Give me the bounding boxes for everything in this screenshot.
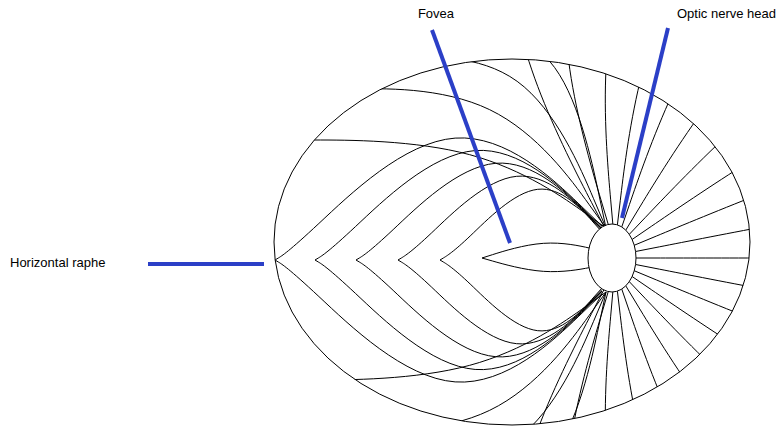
nerve-fiber bbox=[626, 286, 781, 434]
nerve-fiber bbox=[626, 0, 781, 230]
nerve-fiber bbox=[375, 57, 606, 228]
nerve-fiber bbox=[622, 0, 742, 227]
nerve-fiber bbox=[440, 36, 606, 228]
leader-line bbox=[432, 30, 510, 243]
callout-label: Fovea bbox=[418, 6, 454, 22]
nerve-fiber bbox=[440, 189, 602, 260]
nerve-fiber bbox=[275, 138, 602, 260]
nerve-fiber bbox=[275, 260, 602, 382]
nerve-fiber bbox=[315, 260, 602, 370]
nerve-fiber bbox=[482, 243, 598, 258]
callout-label: Horizontal raphe bbox=[10, 255, 105, 271]
nerve-fiber bbox=[562, 0, 608, 224]
nerve-fiber bbox=[503, 0, 604, 226]
nerve-fiber bbox=[632, 277, 781, 433]
nerve-fiber bbox=[503, 290, 604, 434]
nerve-fiber bbox=[375, 292, 606, 434]
nerve-fiber bbox=[636, 258, 781, 259]
leader-line bbox=[622, 28, 668, 218]
nerve-fiber bbox=[636, 197, 781, 252]
nerve-fiber bbox=[356, 163, 602, 260]
nerve-fiber bbox=[629, 282, 781, 434]
nerve-fiber bbox=[605, 292, 623, 434]
nerve-fiber bbox=[398, 260, 602, 344]
leader-line bbox=[148, 262, 264, 266]
nerve-fiber bbox=[605, 0, 623, 224]
nerve-fiber bbox=[280, 140, 606, 228]
nerve-fiber bbox=[629, 36, 781, 235]
nerve-fiber bbox=[632, 84, 781, 240]
callout-label: Optic nerve head bbox=[677, 6, 776, 22]
optic-disc bbox=[588, 224, 636, 292]
nerve-fiber bbox=[440, 260, 602, 331]
nerve-fiber bbox=[634, 271, 781, 378]
nerve-fiber bbox=[356, 260, 602, 357]
nerve-fiber bbox=[617, 0, 684, 225]
nerve-fiber bbox=[634, 138, 781, 245]
nerve-fiber bbox=[440, 292, 606, 434]
nerve-fiber bbox=[622, 289, 742, 434]
nerve-fiber bbox=[482, 258, 598, 272]
nerve-fiber bbox=[617, 291, 684, 434]
nerve-fiber bbox=[280, 292, 606, 380]
nerve-fiber bbox=[315, 150, 602, 260]
nerve-fibers bbox=[275, 0, 781, 434]
nerve-fiber bbox=[320, 292, 606, 431]
nerve-fiber bbox=[562, 292, 608, 434]
